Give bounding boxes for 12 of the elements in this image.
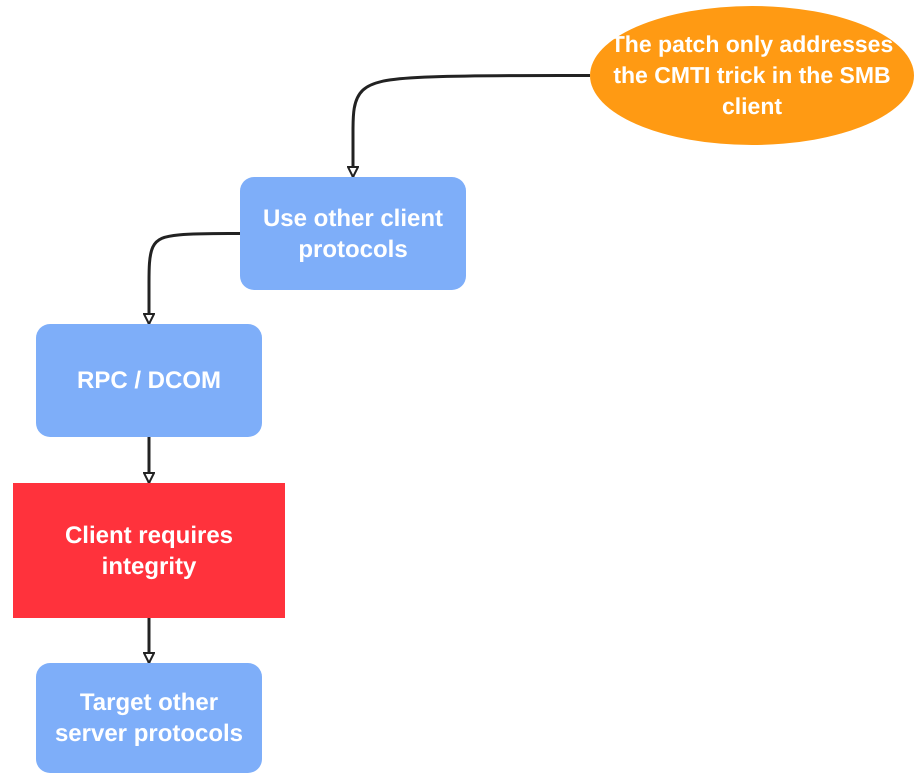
arrow	[143, 618, 155, 664]
warning-box	[13, 483, 285, 618]
node-label: Client requires integrity	[64, 520, 234, 582]
process-box	[36, 324, 262, 437]
node-label: Target other server protocols	[54, 688, 244, 749]
arrow	[143, 232, 240, 325]
arrow	[347, 74, 590, 178]
process-box	[36, 663, 262, 773]
arrow	[143, 437, 155, 484]
process-box	[240, 177, 466, 290]
node-label: RPC / DCOM	[77, 366, 221, 396]
node-label: Use other client protocols	[262, 204, 444, 264]
